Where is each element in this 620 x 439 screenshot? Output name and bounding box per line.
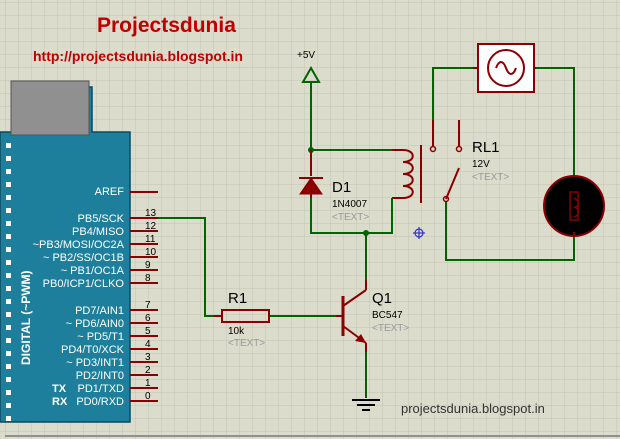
arduino-board[interactable]: DIGITAL (~PWM) AREF PB5/SCKPB4/MISO~PB3/… [0,80,620,437]
lamp-source[interactable] [473,43,536,93]
header-pin-dot [6,299,11,304]
header-pin-dot [6,169,11,174]
pin-number: 2 [145,365,151,376]
pin-label: ~PB3/MOSI/OC2A [33,239,125,251]
header-pin-dot [6,208,11,213]
resistor-icon [221,309,270,323]
motor-winding-icon [573,197,580,218]
header-pin-dot [6,390,11,395]
header-pin-dot [6,338,11,343]
pin-label: ~ PD5/T1 [77,331,124,343]
resistor-r1[interactable]: R1 10k <TEXT> [214,290,270,349]
rl1-ref: RL1 [472,139,500,156]
header-pin-dot [6,234,11,239]
header-pin-dot [6,325,11,330]
d1-ref: D1 [332,179,351,196]
pin-number: 10 [145,247,157,258]
motor[interactable] [543,175,605,237]
pin-tag: TX [52,383,67,395]
watermark: projectsdunia.blogspot.in [401,401,545,416]
header-pin-dot [6,195,11,200]
power-label: +5V [297,50,315,61]
pin-label: ~ PB2/SS/OC1B [43,252,124,264]
pin-label: PD7/AIN1 [75,305,124,317]
header-pin-dot [6,312,11,317]
transistor-q1[interactable]: Q1 BC547 <TEXT> [336,280,409,352]
wire-lamp-to-motor[interactable] [536,67,575,177]
r1-value: 10k [228,326,245,337]
title: Projectsdunia [97,14,236,37]
r1-ref: R1 [228,290,247,307]
pin-label: PB4/MISO [72,226,124,238]
transistor-collector [342,289,367,307]
relay-coil-icon [402,149,414,199]
pin-label: ~ PD3/INT1 [66,357,124,369]
header-pin-dot [6,221,11,226]
pin-label: PB5/SCK [78,213,125,225]
pin-label: PB0/ICP1/CLKO [43,278,125,290]
pin-number: 13 [145,208,157,219]
r1-text: <TEXT> [228,338,265,349]
pin-number: 12 [145,221,157,232]
crosshair-probe-icon[interactable] [413,227,425,239]
pin-number: 7 [145,300,151,311]
header-pin-dots [6,143,11,421]
rl1-value: 12V [472,159,490,170]
relay-switch-arm [445,167,460,200]
wire-pin13-to-r1[interactable] [158,217,214,317]
sine-wave-icon [495,61,517,75]
pin-number: 3 [145,352,151,363]
rl1-text: <TEXT> [472,172,509,183]
pin-label: PD2/INT0 [76,370,124,382]
pin-number: 6 [145,313,151,324]
header-pin-dot [6,260,11,265]
header-pin-dot [6,364,11,369]
header-pin-dot [6,377,11,382]
header-pin-dot [6,247,11,252]
ground-icon[interactable] [352,399,380,411]
header-pin-dot [6,273,11,278]
diode-d1[interactable]: D1 1N4007 <TEXT> [299,150,369,223]
header-pin-dot [6,286,11,291]
pin-number: 11 [145,234,156,245]
pin-label: PD0/RXD [76,396,124,408]
aref-label: AREF [95,186,125,198]
wire-motor-to-relay[interactable] [445,202,575,261]
q1-value: BC547 [372,310,403,321]
header-pin-dot [6,156,11,161]
pin-number: 1 [145,378,151,389]
q1-text: <TEXT> [372,323,409,334]
pin-label: PD1/TXD [78,383,125,395]
emitter-arrow-icon [355,334,366,343]
d1-value: 1N4007 [332,199,367,210]
pin-tag: RX [52,396,68,408]
digital-side-label: DIGITAL (~PWM) [19,270,33,365]
url-link[interactable]: http://projectsdunia.blogspot.in [33,48,243,64]
d1-text: <TEXT> [332,212,369,223]
pin-number: 8 [145,273,151,284]
pin-number: 4 [145,339,151,350]
header-pin-dot [6,182,11,187]
pin-label: ~ PD6/AIN0 [66,318,124,330]
header-pin-dot [6,351,11,356]
header-pin-dot [6,416,11,421]
pin-number: 0 [145,391,151,402]
usb-connector-icon [10,80,90,136]
wire-coil-to-collector[interactable] [366,198,393,234]
pin-number: 9 [145,260,151,271]
pin-label: PD4/T0/XCK [61,344,125,356]
header-pin-dot [6,403,11,408]
wire-diode-anode[interactable] [310,198,366,234]
header-pin-dot [6,143,11,148]
pin-number: 5 [145,326,151,337]
q1-ref: Q1 [372,290,392,307]
pin-label: ~ PB1/OC1A [61,265,125,277]
relay-rl1[interactable]: RL1 12V <TEXT> [392,120,509,203]
wire-relay-to-lamp[interactable] [432,67,473,120]
